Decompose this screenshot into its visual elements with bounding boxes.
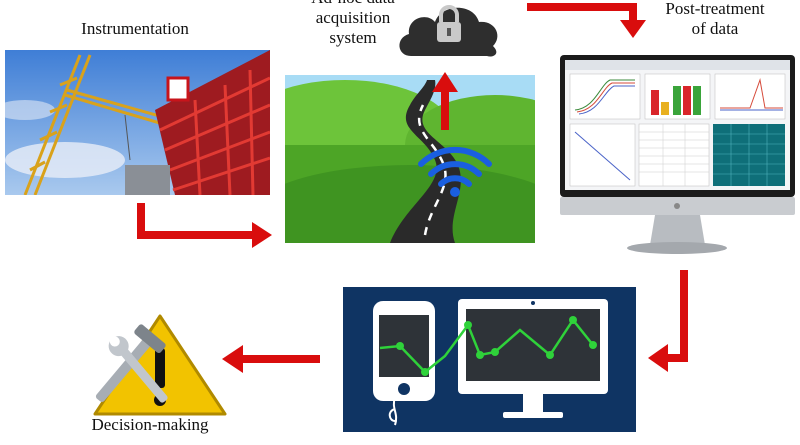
wifi-icon <box>415 140 495 198</box>
arrow-instrumentation-to-road <box>137 203 145 239</box>
arrow-devices-to-decision <box>242 355 320 363</box>
arrow-monitor-to-devices <box>680 270 688 362</box>
acquisition-label: Ad-hoc data acquisition system <box>311 0 395 47</box>
post-treatment-label: Post-treatment of data <box>665 0 765 38</box>
arrow-road-to-cloud <box>441 90 449 130</box>
construction-site-photo <box>5 50 270 195</box>
monitor-data-display <box>555 50 800 255</box>
arrow-cloud-to-monitor <box>527 3 637 11</box>
decision-making-label: Decision-making <box>91 415 209 434</box>
warning-tools-icon <box>85 310 230 420</box>
cloud-lock-icon <box>393 0 505 58</box>
instrumentation-label: Instrumentation <box>81 19 189 38</box>
